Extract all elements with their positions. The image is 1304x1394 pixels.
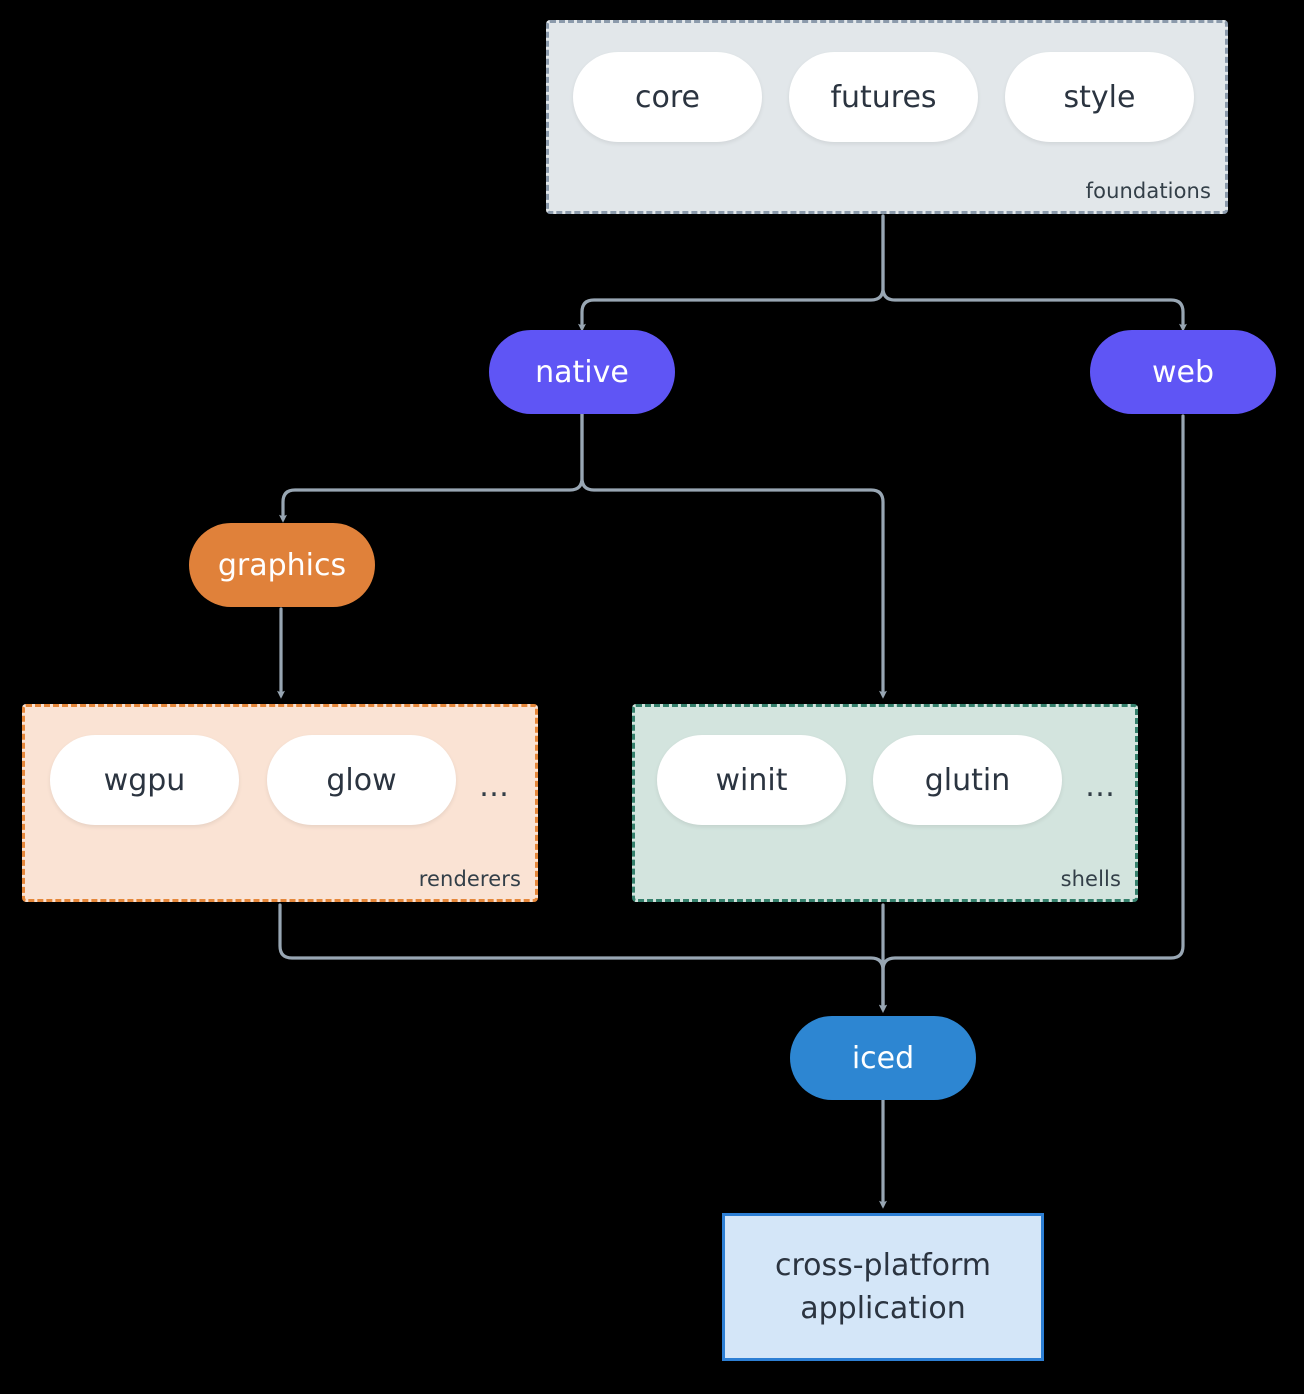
application-label-line1: cross-platform xyxy=(774,1247,992,1283)
node-core[interactable]: core xyxy=(573,52,762,142)
node-winit[interactable]: winit xyxy=(657,735,846,825)
node-iced[interactable]: iced xyxy=(790,1016,976,1100)
node-futures[interactable]: futures xyxy=(789,52,978,142)
edge-native-graphics xyxy=(279,410,584,523)
edge-foundations-web xyxy=(881,214,1187,332)
edge-native-shells xyxy=(580,410,887,699)
edge-foundations-native xyxy=(578,214,885,332)
node-native[interactable]: native xyxy=(489,330,675,414)
node-wgpu[interactable]: wgpu xyxy=(50,735,239,825)
node-style[interactable]: style xyxy=(1005,52,1194,142)
node-cross-platform-application[interactable]: cross-platform application xyxy=(722,1213,1044,1361)
node-renderers-more: … xyxy=(479,769,510,804)
node-glutin[interactable]: glutin xyxy=(873,735,1062,825)
node-shells-more: … xyxy=(1085,769,1116,804)
application-label-line2: application xyxy=(800,1291,966,1326)
cluster-renderers-label: renderers xyxy=(418,867,521,891)
node-graphics[interactable]: graphics xyxy=(189,523,375,607)
cluster-foundations-label: foundations xyxy=(1085,179,1211,203)
node-glow[interactable]: glow xyxy=(267,735,456,825)
node-web[interactable]: web xyxy=(1090,330,1276,414)
edge-renderers-iced xyxy=(278,903,887,1013)
cluster-shells-label: shells xyxy=(1060,867,1121,891)
